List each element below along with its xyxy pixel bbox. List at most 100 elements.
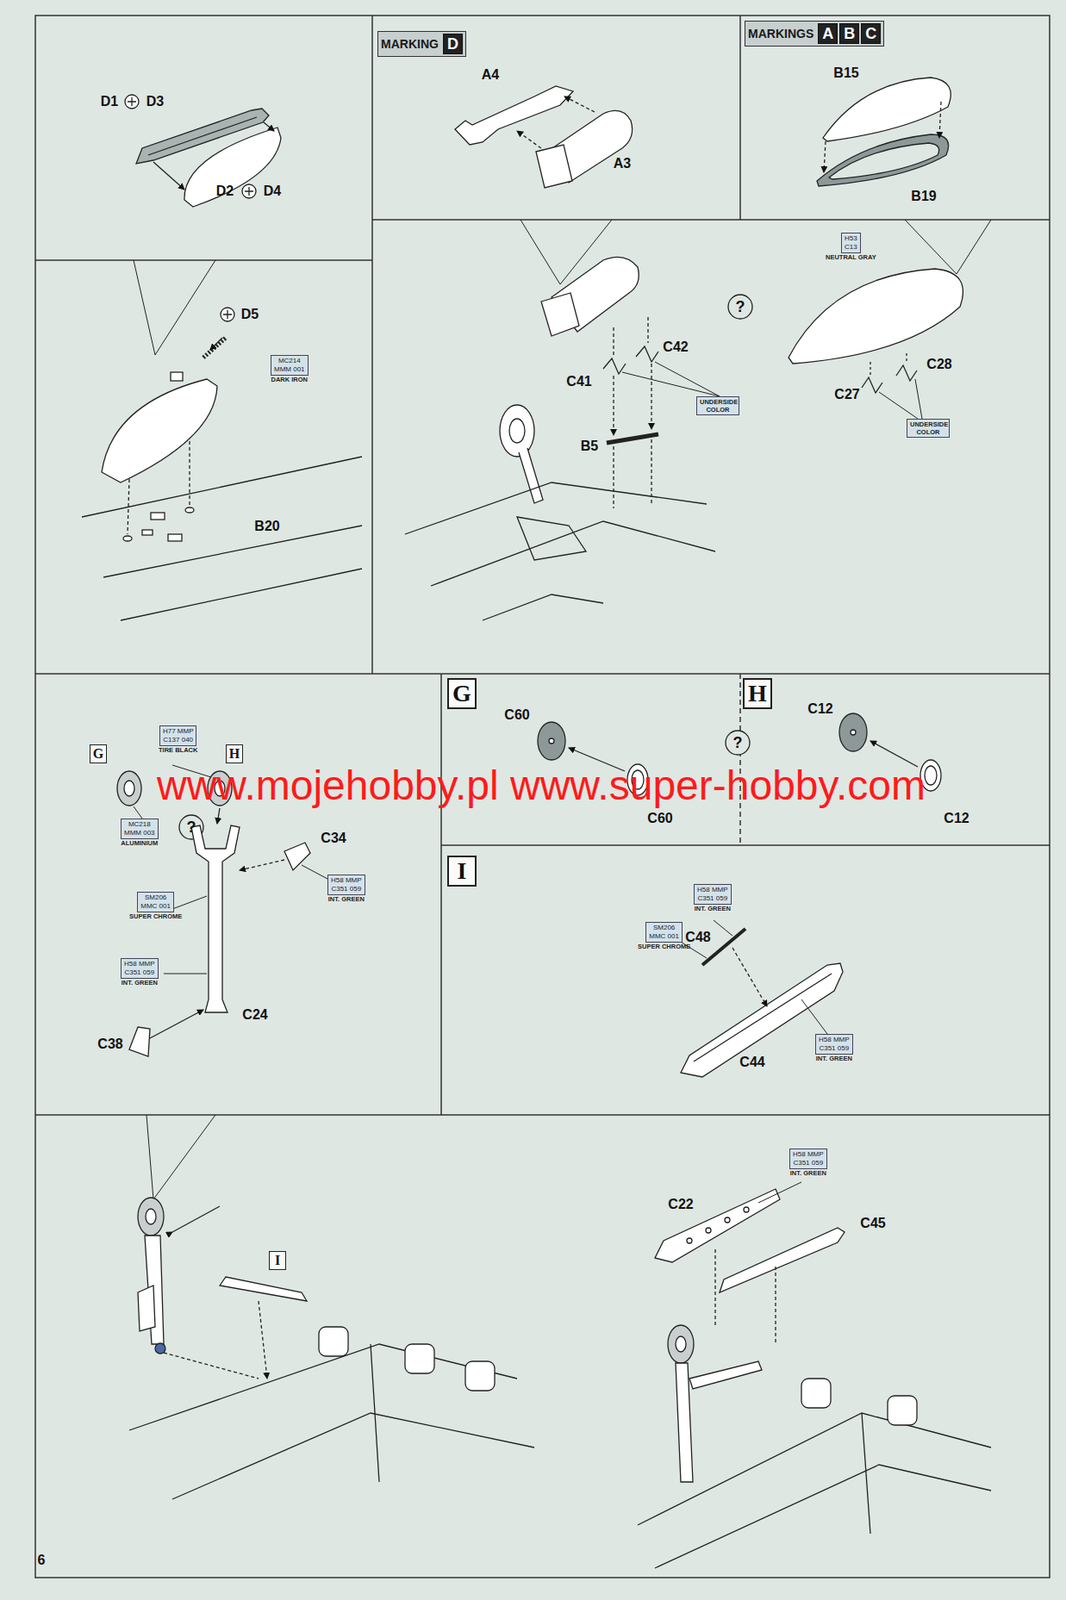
color-name: INT. GREEN xyxy=(693,904,732,914)
part-number: C38 xyxy=(97,1036,123,1053)
marking-letter: A xyxy=(822,24,834,44)
color-name: INT. GREEN xyxy=(327,895,366,904)
paint-code: C351 059 xyxy=(124,968,156,978)
part-number: A4 xyxy=(481,67,499,83)
part-number: C45 xyxy=(860,1215,886,1232)
paint-code-box: H58 MMPC351 059 xyxy=(327,874,366,896)
variant-letter-box: I xyxy=(268,1251,287,1271)
watermark: www.mojehobby.pl www.super-hobby.com xyxy=(156,765,926,807)
part-number: C12 xyxy=(943,810,969,827)
marking-letter: G xyxy=(452,679,472,708)
part-number: C44 xyxy=(739,1054,765,1071)
paint-callout: SM206MMC 001SUPER CHROME xyxy=(637,922,691,952)
paint-code-box: MC214MMM 001 xyxy=(270,355,309,376)
paint-callout: UNDERSIDE COLOR xyxy=(906,418,950,438)
paint-code: H58 MMP xyxy=(330,876,362,886)
paint-callout: H53C13NEUTRAL GRAY xyxy=(825,232,877,262)
marking-letter: D xyxy=(447,34,459,54)
part-number: C22 xyxy=(667,1196,693,1213)
marking-letter: C xyxy=(865,24,877,44)
paint-code: H58 MMP xyxy=(792,1150,824,1160)
question-mark: ? xyxy=(187,818,197,837)
paint-callout: H58 MMPC351 059INT. GREEN xyxy=(693,884,732,914)
part-number: D4 xyxy=(263,183,281,200)
color-name: DARK IRON xyxy=(270,375,309,385)
marking-header: MARKINGS ABC xyxy=(744,20,885,47)
color-name: ALUMINIUM xyxy=(120,839,159,848)
paint-code: MMC 001 xyxy=(140,902,171,911)
paint-code: SM206 xyxy=(140,893,171,903)
paint-code-box: H58 MMPC351 059 xyxy=(815,1034,854,1055)
color-name: SUPER CHROME xyxy=(129,912,182,922)
marking-letter: H xyxy=(748,679,767,708)
part-number: C41 xyxy=(566,374,592,390)
marking-letter: G xyxy=(93,746,104,762)
paint-code: MMM 003 xyxy=(124,829,156,838)
paint-callout: MC218MMM 003ALUMINIUM xyxy=(120,818,159,848)
paint-code-box: SM206MMC 001 xyxy=(137,891,175,913)
part-number: C60 xyxy=(504,707,530,724)
marking-letter-box: B xyxy=(839,23,860,44)
paint-callout: H58 MMPC351 059INT. GREEN xyxy=(120,958,159,988)
paint-callout: H58 MMPC351 059INT. GREEN xyxy=(815,1034,854,1064)
paint-code: MC218 xyxy=(124,820,156,830)
paint-code: H58 MMP xyxy=(697,885,729,895)
part-number: D5 xyxy=(241,306,259,323)
color-name: UNDERSIDE COLOR xyxy=(699,398,736,414)
part-number: C34 xyxy=(320,830,346,847)
color-name: SUPER CHROME xyxy=(637,942,691,952)
color-name: UNDERSIDE COLOR xyxy=(910,420,947,437)
paint-code-box: SM206MMC 001 xyxy=(645,922,683,943)
part-number: C42 xyxy=(662,339,688,356)
marking-letter: I xyxy=(457,857,468,886)
marking-letter: MARKING xyxy=(380,37,442,51)
part-number: A3 xyxy=(613,155,631,172)
marking-letter-box: C xyxy=(860,23,881,44)
variant-letter-box: H xyxy=(225,744,244,764)
paint-code-box: H53C13 xyxy=(841,232,861,254)
marking-letter-box: D xyxy=(442,33,463,55)
paint-code-box: H77 MMPC137 040 xyxy=(159,725,198,747)
paint-code: MC214 xyxy=(274,356,306,366)
variant-letter-box: G xyxy=(447,678,477,710)
paint-code: H77 MMP xyxy=(162,727,194,736)
marking-letter: I xyxy=(274,1253,281,1269)
paint-code: C351 059 xyxy=(697,894,729,904)
part-number: D1 xyxy=(100,93,119,110)
paint-callout: H58 MMPC351 059INT. GREEN xyxy=(327,874,366,904)
color-name: INT. GREEN xyxy=(789,1169,828,1179)
marking-letter: MARKINGS xyxy=(748,26,817,41)
paint-code: MMM 001 xyxy=(274,365,306,375)
paint-code: MMC 001 xyxy=(648,932,680,942)
part-number: C28 xyxy=(926,356,952,373)
variant-letter-box: I xyxy=(447,855,477,887)
page-number: 6 xyxy=(37,1552,46,1569)
paint-callout: SM206MMC 001SUPER CHROME xyxy=(129,891,182,922)
paint-callout: H77 MMPC137 040TIRE BLACK xyxy=(158,725,198,755)
color-name: INT. GREEN xyxy=(120,978,159,988)
paint-code: H58 MMP xyxy=(124,960,156,969)
part-number: C48 xyxy=(685,929,711,946)
paint-code-box: H58 MMPC351 059 xyxy=(789,1148,828,1170)
part-number: B15 xyxy=(833,65,859,82)
marking-header: MARKING D xyxy=(377,31,467,57)
paint-callout: H58 MMPC351 059INT. GREEN xyxy=(789,1148,828,1179)
paint-code: C351 059 xyxy=(818,1044,850,1054)
part-number: D3 xyxy=(146,93,164,110)
question-mark: ? xyxy=(733,734,743,753)
part-number: B5 xyxy=(580,438,599,455)
paint-code-box: H58 MMPC351 059 xyxy=(693,884,732,905)
color-name: TIRE BLACK xyxy=(158,746,198,755)
part-number: C60 xyxy=(647,810,673,827)
part-number: B19 xyxy=(910,188,936,205)
color-name: INT. GREEN xyxy=(815,1054,854,1064)
part-number: C24 xyxy=(242,1007,268,1023)
paint-callout: MC214MMM 001DARK IRON xyxy=(270,355,309,385)
paint-code-box: H58 MMPC351 059 xyxy=(120,958,159,979)
marking-letter: H xyxy=(229,746,240,762)
paint-code-box: MC218MMM 003 xyxy=(120,818,159,840)
paint-callout: UNDERSIDE COLOR xyxy=(696,396,740,416)
color-name: NEUTRAL GRAY xyxy=(825,253,877,262)
paint-code: H58 MMP xyxy=(818,1035,850,1045)
paint-code: C351 059 xyxy=(330,885,362,894)
